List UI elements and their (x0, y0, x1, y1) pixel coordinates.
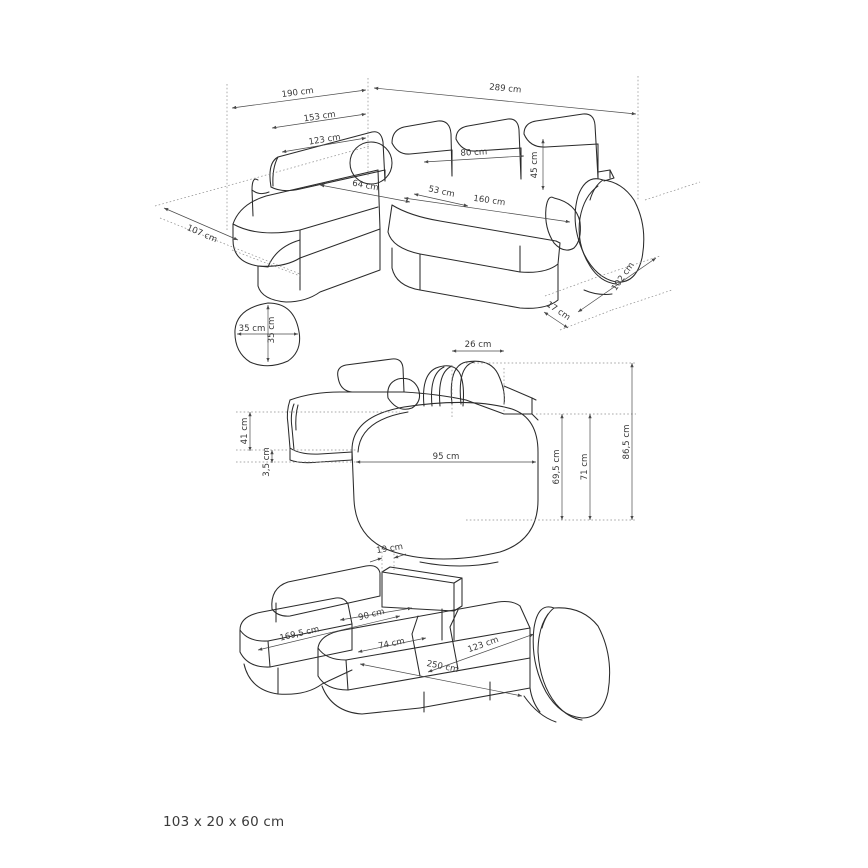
dim-cushion-v: 35 cm (267, 317, 277, 344)
drawing-caption: 103 x 20 x 60 cm (163, 814, 285, 830)
dim-107: 107 cm (185, 223, 219, 245)
dim-19: 19 cm (376, 542, 404, 556)
view3-dimension-lines (257, 546, 535, 697)
round-cushion-detail (234, 302, 301, 367)
perspective-front-view (232, 113, 645, 309)
dim-71: 71 cm (580, 454, 590, 481)
side-elevation-view (286, 358, 539, 567)
dim-26: 26 cm (465, 340, 492, 350)
dim-190: 190 cm (281, 86, 314, 100)
dim-45: 45 cm (530, 152, 540, 179)
bed-open-perspective-view (239, 565, 611, 723)
dim-80: 80 cm (460, 147, 487, 159)
cushion-detail-dimension-lines (237, 305, 298, 362)
view2-dimension-labels: 26 cm 41 cm 3,5 cm 95 cm 69,5 cm 71 cm 8… (240, 340, 632, 484)
dim-123: 123 cm (308, 132, 341, 147)
dim-289: 289 cm (489, 82, 522, 95)
dim-1695: 169,5 cm (279, 624, 321, 643)
dim-95: 95 cm (433, 452, 460, 462)
view2-dimension-lines (236, 349, 636, 521)
dim-865: 86,5 cm (622, 425, 632, 460)
dim-41: 41 cm (240, 418, 250, 445)
view1-dimension-lines (154, 76, 701, 331)
dim-53: 53 cm (427, 184, 455, 200)
dim-695: 69,5 cm (552, 450, 562, 485)
dim-64: 64 cm (351, 179, 379, 194)
dim-cushion-h: 35 cm (239, 324, 266, 334)
view3-dimension-labels: 19 cm 169,5 cm 90 cm 74 cm 250 cm 123 cm (279, 542, 500, 675)
dim-250: 250 cm (426, 659, 460, 675)
dim-35: 3,5 cm (262, 447, 272, 477)
dim-74: 74 cm (377, 636, 405, 651)
dim-160: 160 cm (473, 194, 506, 208)
dim-153: 153 cm (303, 110, 336, 125)
cushion-detail-dimension-labels: 35 cm 35 cm (239, 317, 277, 344)
dim-17: 17 cm (544, 300, 572, 323)
